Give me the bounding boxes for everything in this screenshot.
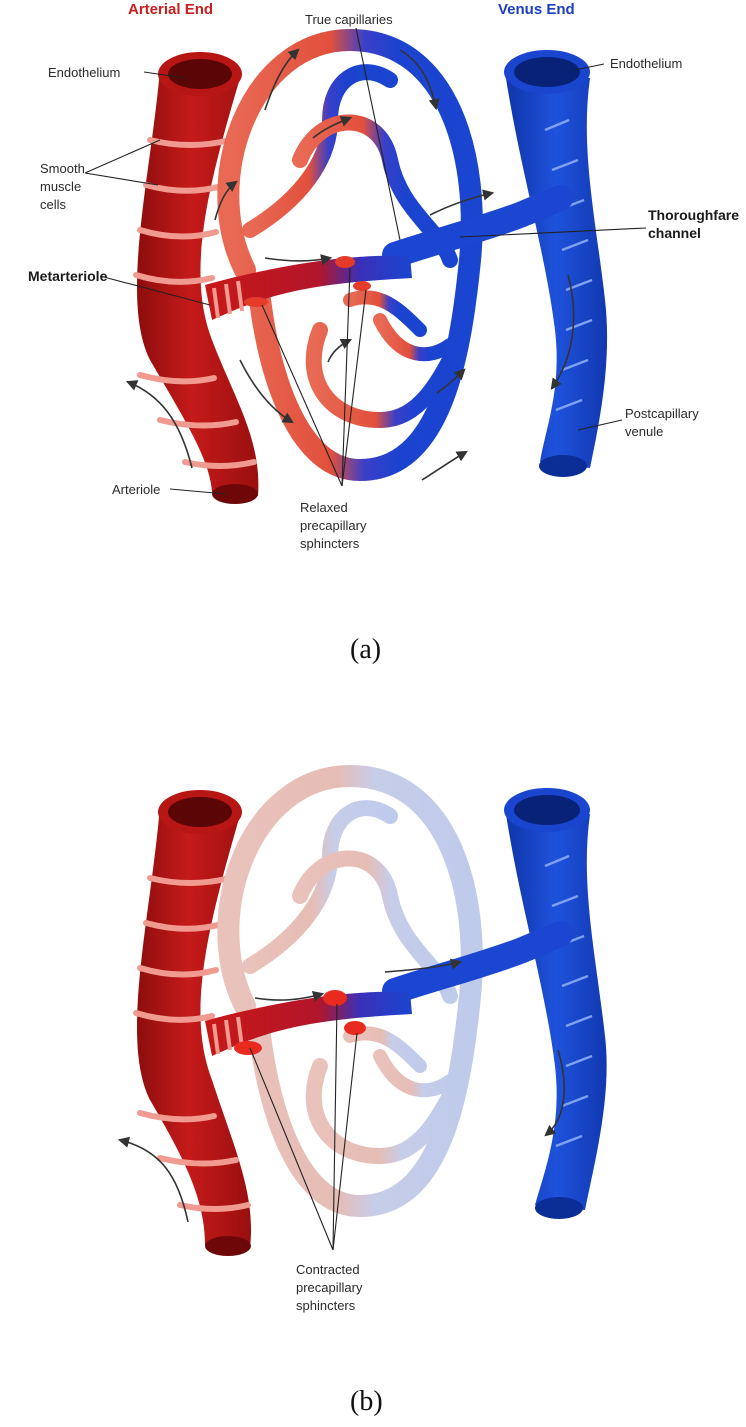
true-capillaries-label: True capillaries (305, 12, 393, 27)
caption-a: (a) (350, 634, 381, 665)
smooth-muscle-label-line3: cells (40, 197, 67, 212)
arterial-end-header: Arterial End (128, 1, 213, 18)
contracted-label-line3: sphincters (296, 1298, 356, 1313)
relaxed-label-line3: sphincters (300, 536, 360, 551)
thoroughfare-label-line2: channel (648, 225, 701, 241)
endothelium-left-label: Endothelium (48, 65, 120, 80)
contracted-label-line2: precapillary (296, 1280, 363, 1295)
thoroughfare-label-line1: Thoroughfare (648, 207, 739, 223)
caption-b: (b) (350, 1386, 383, 1417)
venule-vessel-b (504, 788, 607, 1219)
smooth-muscle-label-line1: Smooth (40, 161, 85, 176)
smooth-muscle-label-line2: muscle (40, 179, 81, 194)
postcapillary-label-line2: venule (625, 424, 663, 439)
endothelium-right-label: Endothelium (610, 56, 682, 71)
relaxed-label-line2: precapillary (300, 518, 367, 533)
relaxed-label-line1: Relaxed (300, 500, 348, 515)
venule-vessel-a (504, 50, 607, 477)
arteriole-label: Arteriole (112, 482, 160, 497)
postcapillary-label-line1: Postcapillary (625, 406, 699, 421)
panel-b: Contracted precapillary sphincters (b) (120, 776, 607, 1417)
venous-end-header: Venus End (498, 1, 575, 18)
metarteriole-label: Metarteriole (28, 268, 108, 284)
contracted-label-line1: Contracted (296, 1262, 360, 1277)
panel-a: Arterial End Venus End True capillaries … (28, 1, 739, 665)
